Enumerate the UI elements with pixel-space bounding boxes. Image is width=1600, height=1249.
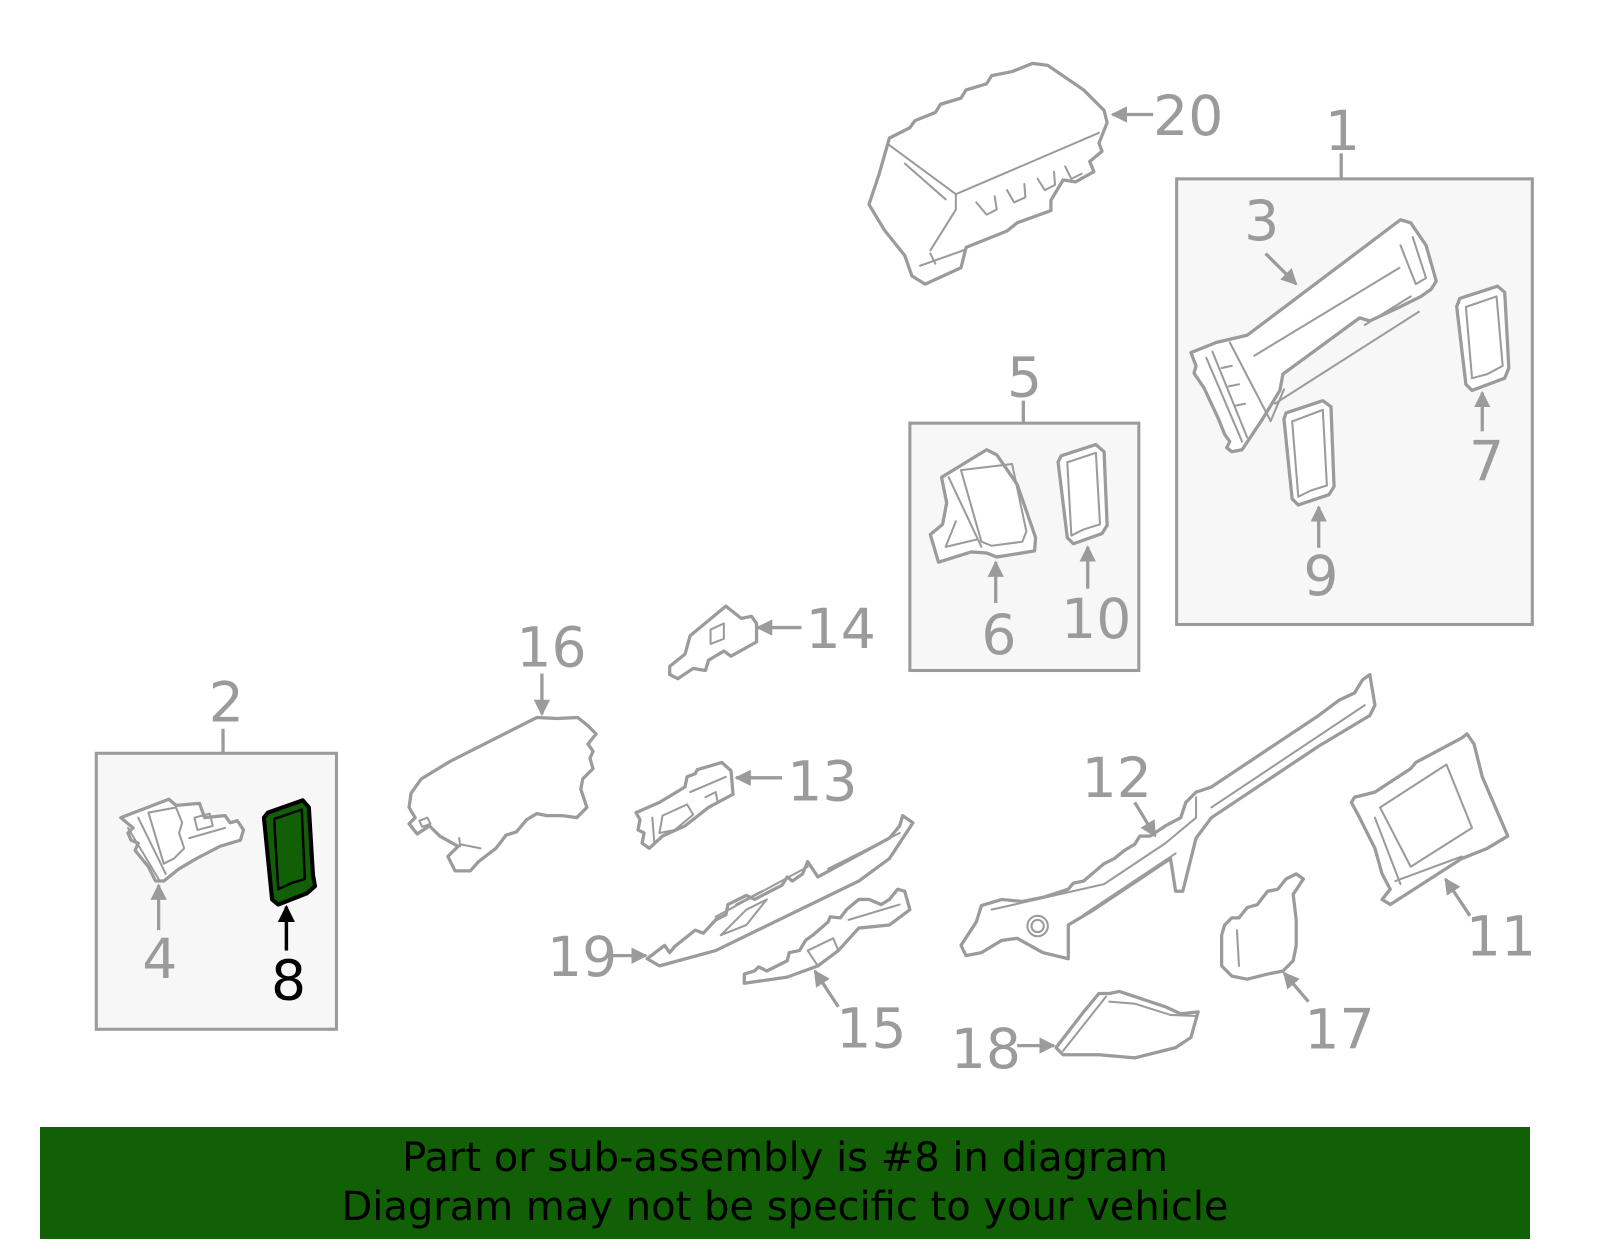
- callout-13: 13: [787, 750, 857, 814]
- part-8-vent-bezel-highlighted[interactable]: [261, 798, 318, 907]
- callout-19: 19: [547, 926, 617, 990]
- part-19-lower-trim[interactable]: [645, 813, 915, 968]
- banner-disclaimer-line: Diagram may not be specific to your vehi…: [341, 1184, 1229, 1230]
- callout-20: 20: [1153, 85, 1223, 149]
- callout-1: 1: [1325, 100, 1360, 164]
- callout-17: 17: [1304, 999, 1374, 1063]
- part-16-cluster-trim[interactable]: [407, 715, 598, 873]
- part-6-vent-housing[interactable]: [928, 448, 1038, 564]
- part-17-side-trim[interactable]: [1219, 872, 1306, 981]
- callout-16: 16: [516, 616, 586, 680]
- part-10-vent-bezel[interactable]: [1056, 442, 1109, 546]
- callout-5: 5: [1007, 347, 1042, 411]
- part-18-lower-cover[interactable]: [1054, 989, 1200, 1060]
- part-14-bracket[interactable]: [668, 604, 759, 681]
- part-13-switch-bezel[interactable]: [634, 760, 735, 850]
- callout-12: 12: [1082, 747, 1152, 811]
- part-20-airbag[interactable]: [867, 61, 1109, 286]
- callout-14: 14: [806, 598, 876, 662]
- callout-6: 6: [981, 604, 1016, 668]
- part-11-display-frame[interactable]: [1349, 732, 1510, 907]
- part-12-dash-lower-trim[interactable]: [959, 672, 1377, 961]
- callout-3: 3: [1244, 190, 1279, 254]
- part-4-vent-housing[interactable]: [119, 797, 246, 883]
- part-7-vent-bezel[interactable]: [1455, 284, 1511, 393]
- callout-8: 8: [271, 950, 306, 1014]
- callout-10: 10: [1061, 588, 1131, 652]
- callout-4: 4: [142, 928, 177, 992]
- callout-11: 11: [1466, 906, 1536, 970]
- callout-18: 18: [951, 1018, 1021, 1082]
- part-9-vent-bezel[interactable]: [1282, 399, 1336, 507]
- part-info-banner: Part or sub-assembly is #8 in diagram Di…: [40, 1127, 1530, 1239]
- callout-2: 2: [209, 672, 244, 736]
- callout-7: 7: [1469, 430, 1504, 494]
- banner-part-line: Part or sub-assembly is #8 in diagram: [402, 1135, 1168, 1181]
- part-15-lower-bracket[interactable]: [742, 887, 912, 985]
- callout-9: 9: [1303, 545, 1338, 609]
- part-3-center-vent-panel[interactable]: [1189, 218, 1438, 454]
- callout-15: 15: [836, 998, 906, 1062]
